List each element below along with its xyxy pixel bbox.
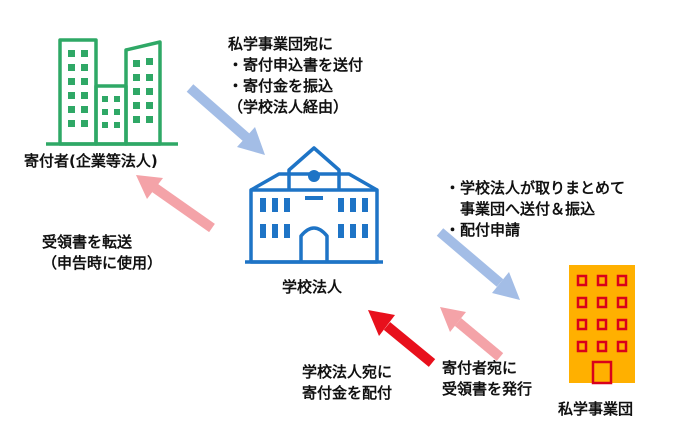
note-line: 私学事業団宛に (228, 35, 334, 53)
school-building-icon (245, 146, 383, 264)
note-line: （申告時に使用） (42, 254, 163, 272)
note-line: ・寄付申込書を送付 (228, 56, 364, 74)
note-line: 受領書を発行 (442, 380, 533, 398)
school-label: 学校法人 (282, 278, 343, 296)
note-line: 寄付者宛に (442, 359, 518, 377)
note-school-to-foundation: ・学校法人が取りまとめて 事業団へ送付＆振込 ・配付申請 (445, 178, 625, 241)
note-line: 受領書を転送 (42, 233, 133, 251)
arrow-donor-to-school (186, 84, 265, 155)
donor-label: 寄付者(企業等法人) (24, 152, 158, 170)
note-line: 学校法人宛に (302, 363, 393, 381)
office-buildings-icon (46, 38, 178, 146)
arrow-foundation-to-school-funds (368, 310, 436, 367)
note-donor-to-school: 私学事業団宛に ・寄付申込書を送付 ・寄付金を振込 （学校法人経由） (228, 34, 363, 118)
arrow-school-to-foundation (436, 228, 520, 300)
note-line: ・配付申請 (445, 221, 521, 239)
note-line: （学校法人経由） (228, 98, 349, 116)
note-line: 事業団へ送付＆振込 (445, 200, 596, 218)
note-line: ・学校法人が取りまとめて (445, 179, 626, 197)
note-line: 寄付金を配付 (302, 384, 393, 402)
office-tower-icon (569, 265, 635, 385)
note-school-to-donor: 受領書を転送 （申告時に使用） (42, 232, 162, 274)
note-line: ・寄付金を振込 (228, 77, 334, 95)
note-foundation-to-school-funds: 学校法人宛に 寄付金を配付 (302, 362, 392, 404)
arrow-school-to-donor (136, 175, 215, 233)
arrow-foundation-to-school-receipt (440, 307, 504, 361)
note-foundation-to-school-receipt: 寄付者宛に 受領書を発行 (442, 358, 532, 400)
foundation-label: 私学事業団 (558, 400, 634, 418)
